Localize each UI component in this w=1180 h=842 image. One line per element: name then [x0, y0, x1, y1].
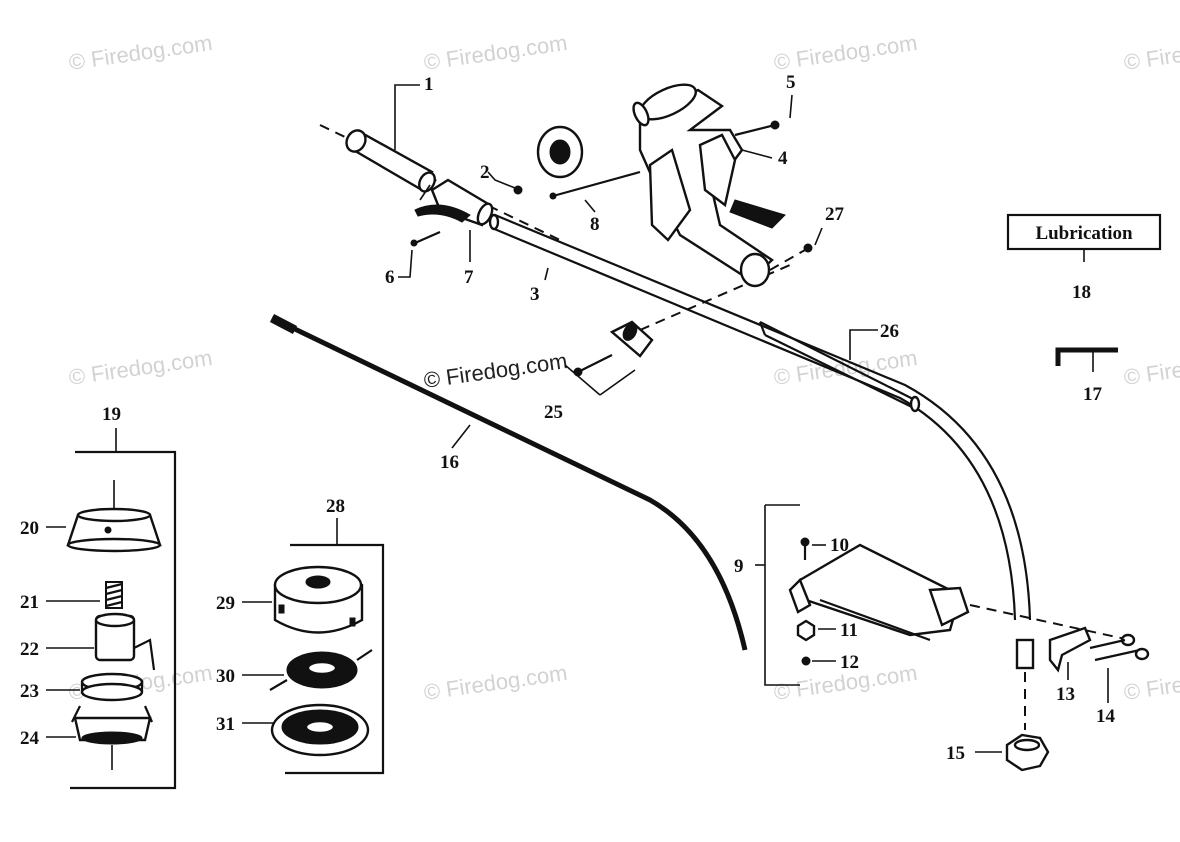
part-22-adapter [94, 612, 156, 671]
callout-31: 31 [216, 714, 235, 735]
part-6-screw [410, 230, 441, 247]
shaft-end [1015, 638, 1035, 730]
watermark: © Firedog.com [1122, 345, 1180, 390]
part-4-handle-bracket [632, 83, 806, 288]
callout-16: 16 [440, 452, 459, 473]
part-17-hook [1055, 347, 1118, 372]
part-26-cover [758, 321, 921, 413]
part-31-base [270, 703, 370, 757]
callout-26: 26 [880, 321, 899, 342]
callout-9: 9 [734, 556, 744, 577]
part-28-bumphead-group [285, 518, 385, 775]
watermark: © Firedog.com [422, 30, 569, 75]
part-11-washer [796, 619, 816, 642]
part-14-bolt [1089, 633, 1150, 662]
callout-22: 22 [20, 639, 39, 660]
part-25-knob [564, 320, 654, 396]
callout-11: 11 [840, 620, 858, 641]
lubrication-label: Lubrication [1035, 223, 1133, 244]
callout-labels: 1 2 3 4 5 6 7 8 9 10 11 12 13 14 15 16 1… [20, 72, 1116, 764]
leader-lines [46, 84, 1109, 753]
part-27-screw [803, 243, 813, 253]
part-2-screw [513, 185, 523, 195]
callout-23: 23 [20, 681, 39, 702]
part-19-head-group [70, 428, 177, 790]
part-1-grip [345, 129, 436, 193]
callout-29: 29 [216, 593, 235, 614]
watermark: © Firedog.com [67, 345, 214, 390]
callout-13: 13 [1056, 684, 1075, 705]
callout-8: 8 [590, 214, 600, 235]
watermark: © Firedog.com [67, 30, 214, 75]
lubrication-box: Lubrication [1006, 213, 1162, 262]
callout-21: 21 [20, 592, 39, 613]
callout-2: 2 [480, 162, 490, 183]
watermark: © Firedog.com [1122, 660, 1180, 705]
part-23-spool [80, 672, 144, 702]
callout-14: 14 [1096, 706, 1116, 727]
callout-10: 10 [830, 535, 849, 556]
part-29-cover [273, 565, 364, 634]
part-30-line-spool [269, 649, 373, 691]
callout-18: 18 [1072, 282, 1091, 303]
watermark: © Firedog.com [772, 30, 919, 75]
part-13-clamp [1048, 626, 1092, 673]
part-24-housing [71, 705, 154, 770]
callout-1: 1 [424, 74, 434, 95]
watermark: © Firedog.com [772, 345, 919, 390]
callout-20: 20 [20, 518, 39, 539]
part-5-screw [734, 120, 780, 137]
callout-5: 5 [786, 72, 796, 93]
watermark-center: © Firedog.com [422, 348, 569, 393]
part-15-nut [1005, 733, 1050, 772]
callout-7: 7 [464, 267, 474, 288]
callout-30: 30 [216, 666, 235, 687]
part-21-spring [105, 581, 123, 609]
watermark: © Firedog.com [422, 660, 569, 705]
callout-27: 27 [825, 204, 845, 225]
callout-4: 4 [778, 148, 788, 169]
callout-24: 24 [20, 728, 40, 749]
part-8-bushing [536, 125, 641, 200]
callout-19: 19 [102, 404, 121, 425]
callout-28: 28 [326, 496, 345, 517]
callout-17: 17 [1083, 384, 1103, 405]
part-12-nut [801, 656, 811, 666]
callout-25: 25 [544, 402, 563, 423]
part-20-cap [66, 480, 162, 553]
callout-3: 3 [530, 284, 540, 305]
part-9-guard [788, 543, 1131, 642]
callout-12: 12 [840, 652, 859, 673]
callout-15: 15 [946, 743, 965, 764]
part-16-drive-cable [269, 314, 748, 651]
part-10-screw [800, 537, 810, 560]
callout-6: 6 [385, 267, 395, 288]
watermark: © Firedog.com [1122, 30, 1180, 75]
